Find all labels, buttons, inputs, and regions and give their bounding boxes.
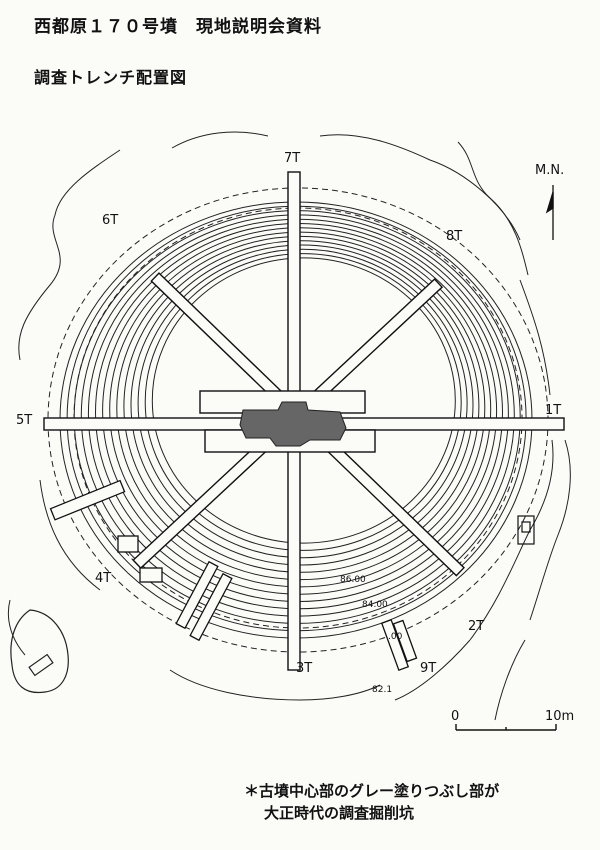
taisho-excavation-pit <box>239 401 347 447</box>
trench-label-1T: 1T <box>545 403 561 418</box>
terrain-lines <box>7 131 571 721</box>
page-title: 西都原１７０号墳 現地説明会資料 <box>34 17 322 37</box>
contour-ring <box>151 257 456 544</box>
legend-note-line1: ＊古墳中心部のグレー塗りつぶし部が <box>244 782 500 800</box>
trench-label-6T: 6T <box>102 213 118 228</box>
north-arrow-icon <box>545 185 554 240</box>
contour-label-80: .00 <box>388 632 403 642</box>
right-structure <box>517 515 535 545</box>
trench-label-7T: 7T <box>284 151 300 166</box>
mound-islet <box>10 609 69 694</box>
contour-ring <box>137 248 468 559</box>
contour-label-82: 82.1 <box>372 685 392 695</box>
minor-trenches <box>49 479 418 672</box>
scale-bar <box>455 724 557 731</box>
legend-note-line2: 大正時代の調査掘削坑 <box>264 804 415 822</box>
trench-label-5T: 5T <box>16 413 32 428</box>
trench-label-3T: 3T <box>296 661 312 676</box>
trench-label-4T: 4T <box>95 571 111 586</box>
contour-ring <box>123 240 480 573</box>
contour-label-86: 86.00 <box>340 575 366 585</box>
page-subtitle: 調査トレンチ配置図 <box>34 68 188 87</box>
scale-start-label: 0 <box>451 709 459 724</box>
scale-end-label: 10m <box>545 709 574 724</box>
trench-label-9T: 9T <box>420 661 436 676</box>
contour-ring <box>130 244 474 566</box>
north-label: M.N. <box>535 163 564 178</box>
contour-label-84: 84.00 <box>362 600 388 610</box>
contour-ring <box>116 235 486 581</box>
trench-label-2T: 2T <box>468 619 484 634</box>
legend-note: ＊古墳中心部のグレー塗りつぶし部が 大正時代の調査掘削坑 <box>244 780 499 824</box>
contour-ring <box>144 253 462 551</box>
trench-label-8T: 8T <box>446 229 462 244</box>
